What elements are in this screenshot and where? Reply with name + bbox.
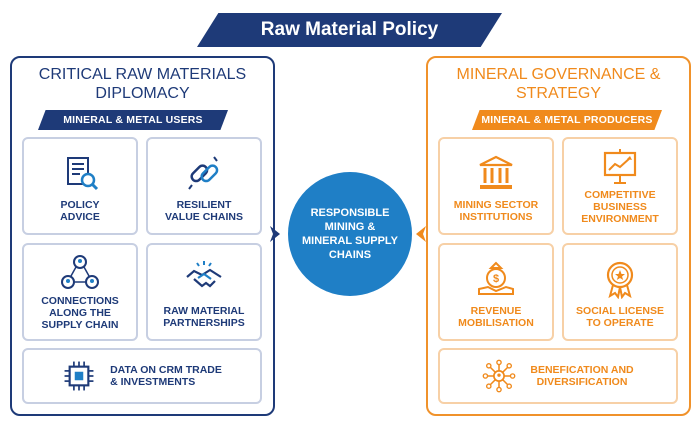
card-connections: CONNECTIONS ALONG THE SUPPLY CHAIN: [22, 243, 138, 341]
right-strip: MINERAL & METAL PRODUCERS: [472, 110, 662, 130]
handshake-icon: [186, 261, 222, 288]
card-benefication-diversification: BENEFICATION AND DIVERSIFICATION: [438, 348, 678, 404]
card-raw-material-partnerships: RAW MATERIAL PARTNERSHIPS: [146, 243, 262, 341]
money-bag-hand-icon: $: [478, 261, 514, 295]
right-arrow-icon: [416, 226, 426, 242]
card-revenue-mobilisation: $ REVENUE MOBILISATION: [438, 243, 554, 341]
card-policy-advice: POLICY ADVICE: [22, 137, 138, 235]
institution-icon: [479, 155, 513, 189]
left-arrow-icon: [270, 226, 280, 242]
card-resilient-value-chains: RESILIENT VALUE CHAINS: [146, 137, 262, 235]
card-mining-sector-institutions: MINING SECTOR INSTITUTIONS: [438, 137, 554, 235]
presentation-chart-icon: [603, 149, 637, 184]
network-hub-icon: [482, 359, 516, 393]
people-network-icon: [61, 255, 99, 289]
right-panel: [426, 56, 691, 416]
center-circle: RESPONSIBLE MINING & MINERAL SUPPLY CHAI…: [288, 172, 412, 296]
left-panel-title: CRITICAL RAW MATERIALS DIPLOMACY: [38, 66, 247, 102]
right-panel-title: MINERAL GOVERNANCE & STRATEGY: [456, 66, 661, 102]
card-social-license: SOCIAL LICENSE TO OPERATE: [562, 243, 678, 341]
svg-text:$: $: [493, 273, 499, 285]
award-badge-icon: [606, 261, 634, 299]
left-strip: MINERAL & METAL USERS: [38, 110, 228, 130]
document-search-icon: [67, 157, 99, 191]
card-data-on-crm-trade: DATA ON CRM TRADE & INVESTMENTS: [22, 348, 262, 404]
card-competitive-business-environment: COMPETITIVE BUSINESS ENVIRONMENT: [562, 137, 678, 235]
chip-icon: [64, 361, 94, 391]
page-title: Raw Material Policy: [197, 13, 502, 47]
chain-link-icon: [188, 156, 219, 190]
